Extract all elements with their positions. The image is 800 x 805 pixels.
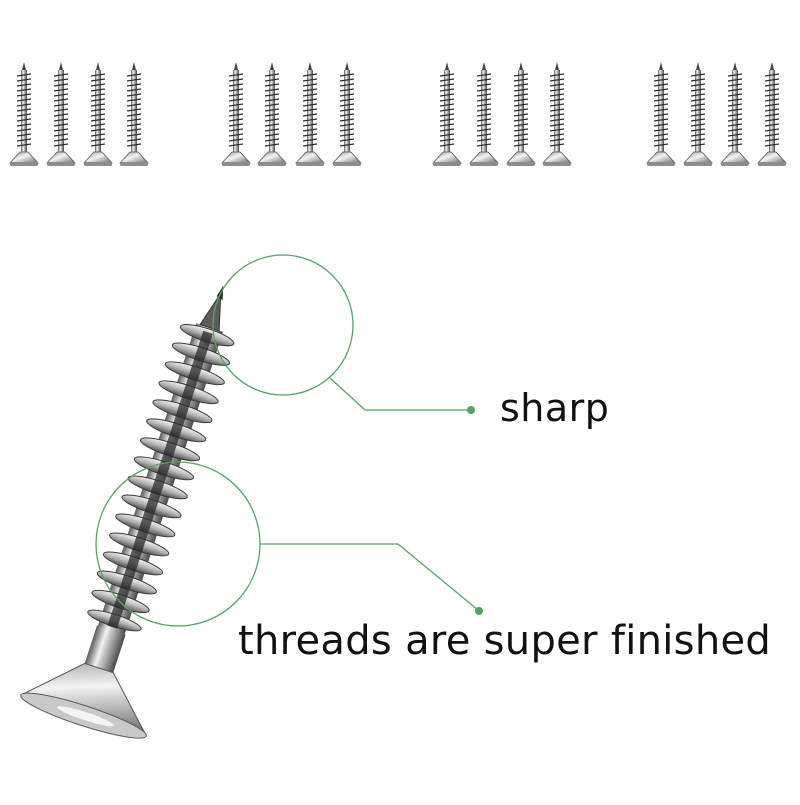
- small-screws-group-1: [9, 61, 149, 167]
- callout-label-threads: threads are super finished: [238, 618, 772, 664]
- small-screws-group-3: [432, 61, 572, 167]
- large-screw: [20, 285, 235, 739]
- small-screws-group-4: [646, 61, 787, 167]
- callout-label-sharp: sharp: [500, 386, 610, 430]
- callout-sharp: [212, 254, 475, 414]
- small-screws-group-2: [221, 61, 362, 167]
- callout-threads: [95, 461, 483, 627]
